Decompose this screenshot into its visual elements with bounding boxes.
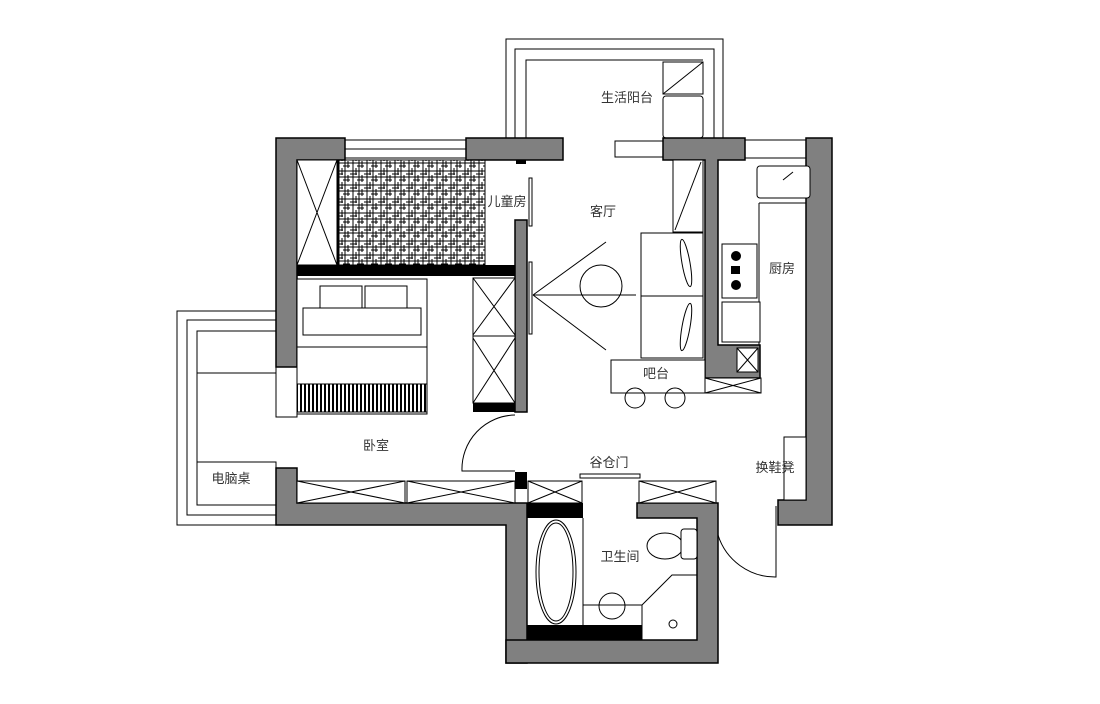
bar-stool [624, 387, 646, 409]
label-computer-desk: 电脑桌 [211, 472, 250, 487]
label-kids-room: 儿童房 [487, 194, 526, 210]
kitchen [704, 165, 811, 578]
label-bar-counter: 吧台 [643, 367, 669, 382]
bedroom-window [275, 366, 298, 418]
pillow [319, 285, 363, 309]
burner [731, 280, 741, 290]
label-bathroom: 卫生间 [600, 550, 639, 565]
label-kitchen: 厨房 [769, 261, 795, 277]
burner [731, 251, 741, 261]
room-labels: 生活阳台 儿童房 客厅 厨房 吧台 卧室 谷仓门 换鞋凳 电脑桌 卫生间 [211, 91, 795, 565]
oven [721, 301, 761, 343]
kitchen-window [744, 139, 807, 159]
walls [275, 137, 833, 664]
kids-room [296, 159, 533, 266]
shower [668, 619, 678, 629]
washing-machine [662, 95, 704, 139]
tv-wall [528, 261, 533, 335]
wardrobe [472, 277, 516, 404]
bedroom [296, 277, 516, 504]
shoe-bench [783, 436, 807, 501]
label-utility-balcony: 生活阳台 [601, 91, 653, 106]
washbasin [598, 592, 626, 620]
label-bedroom: 卧室 [363, 438, 389, 454]
bedroom-door [461, 414, 516, 472]
bathtub [535, 519, 577, 625]
sliding-door [528, 177, 533, 227]
bar-stool [664, 387, 686, 409]
label-barn-door: 谷仓门 [589, 456, 628, 471]
bathroom [527, 473, 717, 640]
label-living-room: 客厅 [590, 204, 616, 220]
barn-door [579, 473, 641, 479]
living-room [528, 159, 706, 409]
toilet [646, 532, 684, 560]
pillow [364, 285, 408, 309]
balcony-door [614, 140, 664, 158]
entry-door [717, 506, 777, 578]
bar-counter [610, 359, 706, 394]
coffee-table [579, 264, 623, 308]
sink [756, 165, 811, 199]
kids-bed [337, 159, 486, 266]
label-shoe-bench: 换鞋凳 [755, 460, 794, 476]
